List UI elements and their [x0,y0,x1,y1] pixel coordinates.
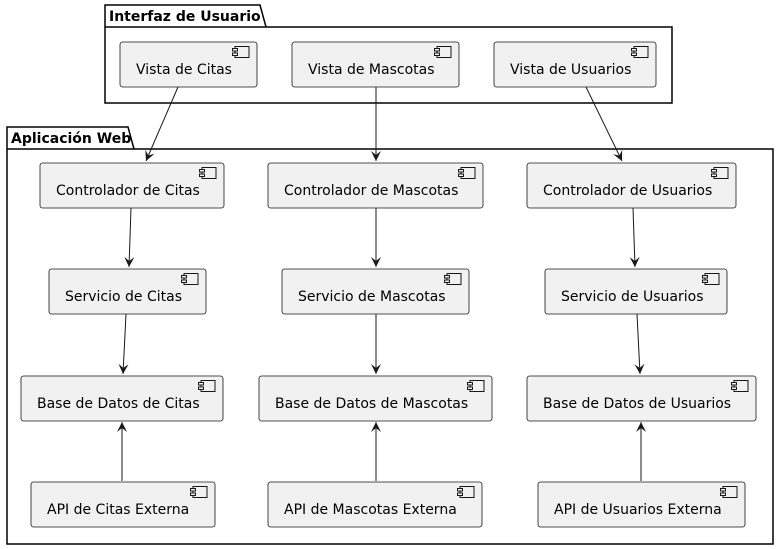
component-serv-citas: Servicio de Citas [48,268,207,315]
component-label: Controlador de Citas [56,183,200,199]
component-box [258,375,493,422]
arrow-servicio-citas-to-bd [118,313,129,375]
component-box [267,481,483,528]
package-aplicacion-web: Aplicación Web [6,126,774,545]
component-box [537,481,746,528]
package-tab [6,126,774,545]
component-icon [467,380,485,392]
component-icon [731,380,749,392]
component-label: Base de Datos de Mascotas [275,396,468,412]
component-icon [631,46,649,58]
component-icon [434,46,452,58]
component-label: Base de Datos de Usuarios [543,396,731,412]
component-label: Base de Datos de Citas [37,396,200,412]
component-ctrl-usuarios: Controlador de Usuarios [526,162,737,209]
component-api-usuarios: API de Usuarios Externa [537,481,746,528]
component-label: Servicio de Usuarios [561,289,703,305]
arrow-vista-citas-to-controlador [145,86,179,162]
component-box [39,162,225,209]
component-box [526,162,737,209]
component-bd-mascotas: Base de Datos de Mascotas [258,375,493,422]
component-box [20,375,224,422]
component-icon [199,167,217,179]
component-box [526,375,757,422]
component-label: Servicio de Mascotas [298,289,446,305]
component-label: API de Mascotas Externa [284,502,457,518]
component-label: Controlador de Mascotas [284,183,458,199]
components-layer: Vista de Citas Vista de Mascotas Vista de … [20,41,757,528]
component-icon [711,167,729,179]
arrow-controlador-citas-to-servicio [124,207,135,268]
component-bd-citas: Base de Datos de Citas [20,375,224,422]
component-icon [190,486,208,498]
component-box [493,41,657,88]
component-icon [702,273,720,285]
component-label: Servicio de Citas [65,289,182,305]
component-box [291,41,460,88]
component-icon [198,380,216,392]
component-icon [720,486,738,498]
component-label: Vista de Citas [136,62,232,78]
arrow-controlador-usuarios-to-servicio [629,207,640,268]
component-vista-mascotas: Vista de Mascotas [291,41,460,88]
component-ctrl-mascotas: Controlador de Mascotas [267,162,484,209]
component-icon [232,46,250,58]
component-box [30,481,216,528]
package-tab [104,4,673,104]
component-icon [444,273,462,285]
dependency-arrows [117,86,646,481]
component-serv-usuarios: Servicio de Usuarios [544,268,728,315]
component-label: Controlador de Usuarios [543,183,712,199]
package-title: Aplicación Web [11,131,131,147]
component-box [119,41,258,88]
component-api-mascotas: API de Mascotas Externa [267,481,483,528]
component-label: API de Usuarios Externa [554,502,722,518]
component-ctrl-citas: Controlador de Citas [39,162,225,209]
component-box [544,268,728,315]
component-vista-citas: Vista de Citas [119,41,258,88]
component-label: Vista de Usuarios [510,62,631,78]
component-icon [458,167,476,179]
component-label: API de Citas Externa [47,502,189,518]
component-box [281,268,470,315]
component-box [267,162,484,209]
arrow-vista-usuarios-to-controlador [585,86,623,162]
component-serv-mascotas: Servicio de Mascotas [281,268,470,315]
component-box [48,268,207,315]
component-vista-usuarios: Vista de Usuarios [493,41,657,88]
component-bd-usuarios: Base de Datos de Usuarios [526,375,757,422]
component-icon [457,486,475,498]
arrow-servicio-usuarios-to-bd [634,313,645,375]
package-interfaz-de-usuario: Interfaz de Usuario [104,4,673,104]
component-icon [181,273,199,285]
component-api-citas: API de Citas Externa [30,481,216,528]
package-title: Interfaz de Usuario [109,9,261,25]
component-label: Vista de Mascotas [308,62,435,78]
